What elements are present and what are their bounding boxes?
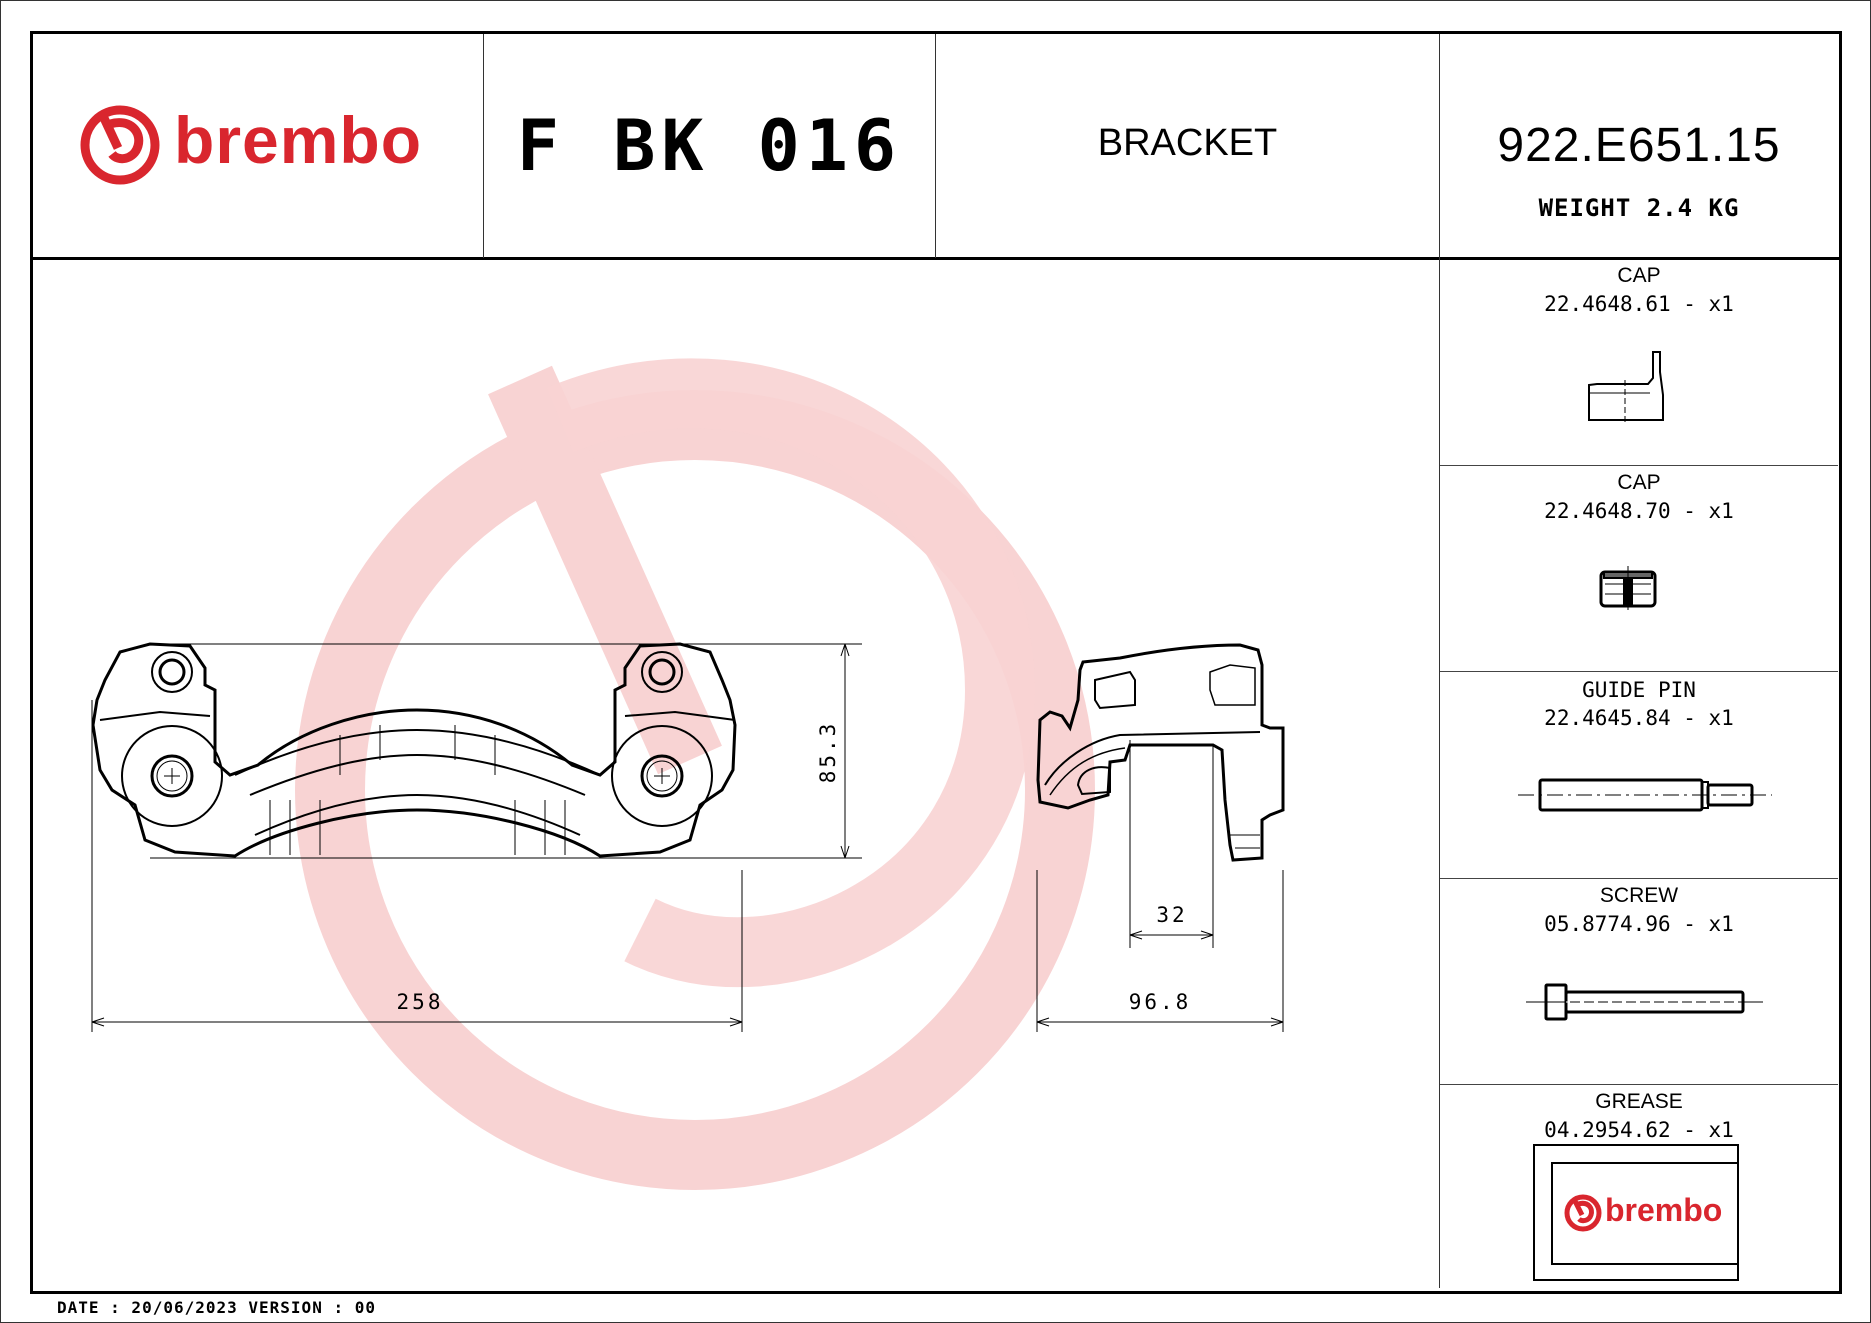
part-item: SCREW 05.8774.96 - x1	[1440, 884, 1838, 936]
part-item: CAP 22.4648.70 - x1	[1440, 471, 1838, 523]
drawing-frame	[30, 31, 1842, 1294]
grease-label: brembo	[1551, 1162, 1737, 1265]
grease-brand: brembo	[1605, 1192, 1723, 1228]
part-item: GREASE 04.2954.62 - x1	[1440, 1090, 1838, 1142]
dim-front-height: 85.3	[816, 720, 840, 784]
brembo-disc-icon	[1564, 1194, 1602, 1232]
dim-front-width: 258	[396, 990, 444, 1014]
part-number: 22.4645.84 - x1	[1544, 706, 1734, 730]
part-item: CAP 22.4648.61 - x1	[1440, 264, 1838, 316]
header-col-divider-2	[935, 34, 936, 258]
part-number: 22.4648.70 - x1	[1544, 499, 1734, 523]
part-name: SCREW	[1599, 884, 1679, 907]
product-code: F BK 016	[516, 105, 903, 187]
dim-side-width: 96.8	[1128, 990, 1192, 1014]
date-version-label: DATE : 20/06/2023 VERSION : 00	[57, 1298, 376, 1317]
parts-row-divider	[1440, 671, 1838, 672]
product-type: BRACKET	[1097, 122, 1278, 164]
parts-row-divider	[1440, 1084, 1838, 1085]
weight-label: WEIGHT 2.4 KG	[1538, 194, 1740, 222]
brembo-logo: brembo	[80, 100, 440, 190]
part-number: 04.2954.62 - x1	[1544, 1118, 1734, 1142]
part-number: 22.4648.61 - x1	[1544, 292, 1734, 316]
header-divider	[30, 257, 1839, 260]
part-number: 922.E651.15	[1497, 119, 1781, 172]
brand-name: brembo	[174, 103, 423, 177]
part-item: GUIDE PIN 22.4645.84 - x1	[1440, 678, 1838, 730]
brembo-disc-icon	[80, 105, 160, 185]
parts-row-divider	[1440, 465, 1838, 466]
part-name: CAP	[1617, 264, 1661, 287]
header-col-divider-1	[483, 34, 484, 258]
parts-column-divider	[1439, 34, 1440, 1288]
grease-package-icon: brembo	[1533, 1144, 1739, 1281]
dim-side-gap: 32	[1156, 903, 1188, 927]
part-name: GREASE	[1595, 1090, 1683, 1113]
parts-row-divider	[1440, 878, 1838, 879]
part-name: CAP	[1617, 471, 1661, 494]
part-number: 05.8774.96 - x1	[1544, 912, 1734, 936]
part-name: GUIDE PIN	[1582, 678, 1696, 702]
